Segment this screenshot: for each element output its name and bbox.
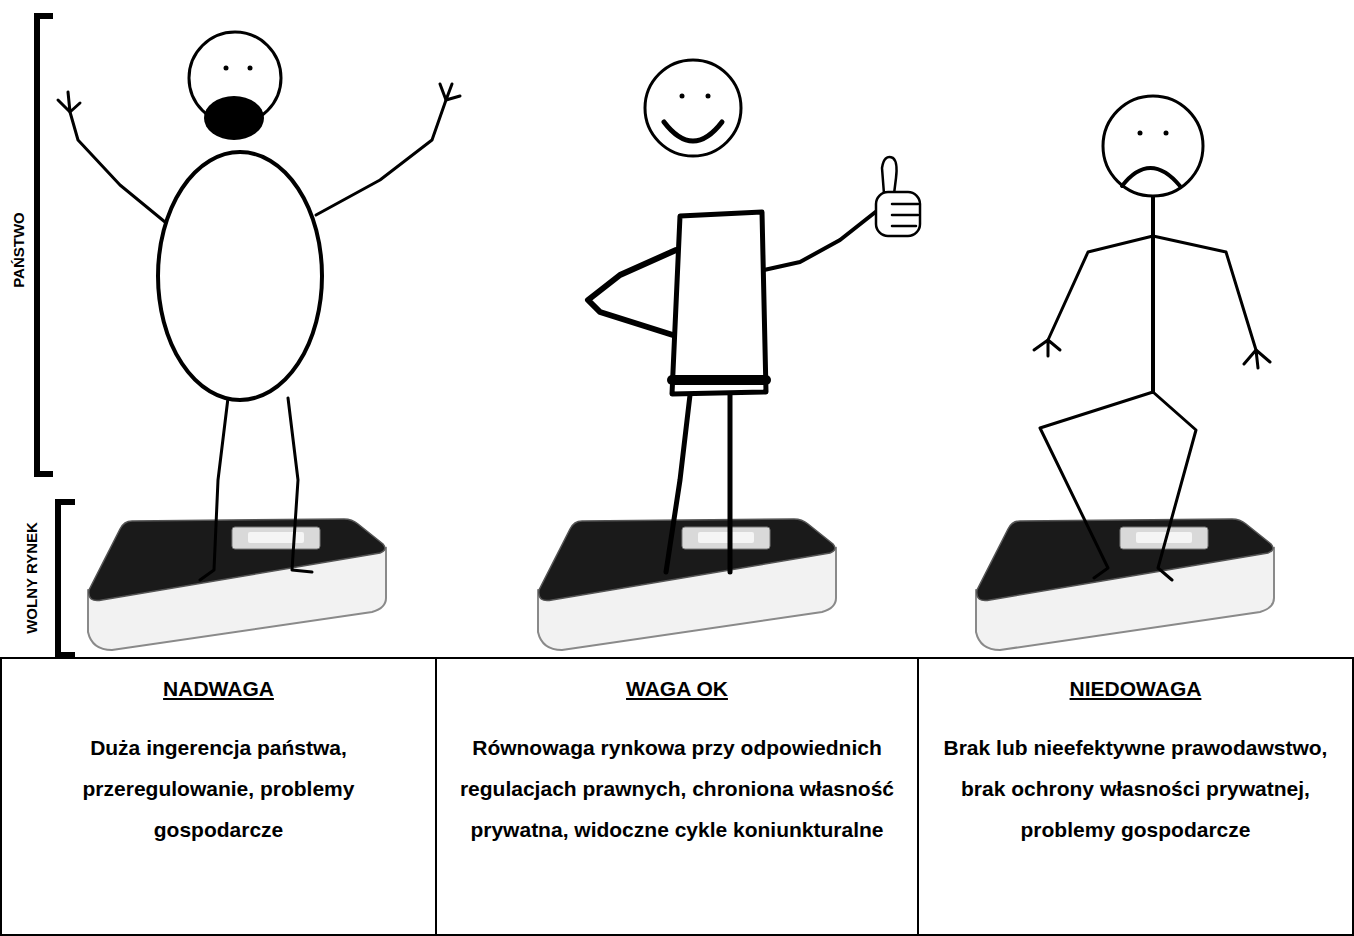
frown: [1122, 168, 1180, 186]
open-mouth: [204, 96, 264, 140]
leg: [1153, 392, 1196, 580]
ok-figure: [588, 60, 920, 572]
cell-heading: NIEDOWAGA: [937, 671, 1334, 707]
leg: [288, 398, 312, 572]
head: [1103, 96, 1203, 196]
cell-heading: NADWAGA: [20, 671, 417, 707]
body: [672, 212, 766, 394]
eye: [224, 66, 229, 71]
eye: [1164, 131, 1169, 136]
eye: [706, 94, 711, 99]
bathroom-scale: [88, 519, 386, 650]
table-cell: NIEDOWAGA Brak lub nieefektywne prawodaws…: [917, 657, 1354, 936]
cell-body: Równowaga rynkowa przy odpowiednich regu…: [455, 727, 899, 850]
bracket: [37, 16, 72, 655]
cell-heading: WAGA OK: [455, 671, 899, 707]
head: [645, 60, 741, 156]
hand: [58, 92, 80, 112]
state-bracket: [37, 16, 50, 474]
arm: [764, 210, 878, 270]
eye: [680, 94, 685, 99]
leg: [728, 395, 733, 572]
leg: [666, 395, 690, 572]
cell-body: Duża ingerencja państwa, przeregulowanie…: [49, 727, 389, 850]
hand: [440, 84, 460, 100]
table-cell: NADWAGA Duża ingerencja państwa, przeregu…: [0, 657, 437, 936]
belly: [158, 152, 322, 400]
bracket-label: WOLNY RYNEK: [23, 522, 40, 634]
leg: [1040, 392, 1153, 578]
hand: [1034, 340, 1060, 356]
bathroom-scale: [538, 519, 836, 650]
thumbs-up: [876, 157, 920, 236]
arm: [1153, 236, 1256, 350]
bracket-label: PAŃSTWO: [10, 212, 27, 288]
hand: [1244, 350, 1270, 368]
body: [1151, 196, 1155, 392]
arm-on-hip: [588, 250, 676, 336]
arm: [1048, 236, 1153, 340]
arm: [316, 100, 446, 215]
bathroom-scale: [976, 519, 1274, 650]
cell-body: Brak lub nieefektywne prawodawstwo, brak…: [943, 727, 1328, 850]
belt: [672, 375, 766, 385]
fist: [876, 192, 920, 236]
eye: [248, 66, 253, 71]
eye: [1138, 131, 1143, 136]
arm: [70, 112, 165, 222]
smile: [664, 122, 722, 141]
fat-figure: [58, 32, 460, 580]
thumb: [882, 157, 897, 194]
market-bracket: [58, 502, 72, 655]
thin-figure: [1034, 96, 1270, 580]
fingers: [892, 204, 918, 226]
leg: [200, 398, 228, 580]
table-cell: WAGA OK Równowaga rynkowa przy odpowiedni…: [435, 657, 919, 936]
